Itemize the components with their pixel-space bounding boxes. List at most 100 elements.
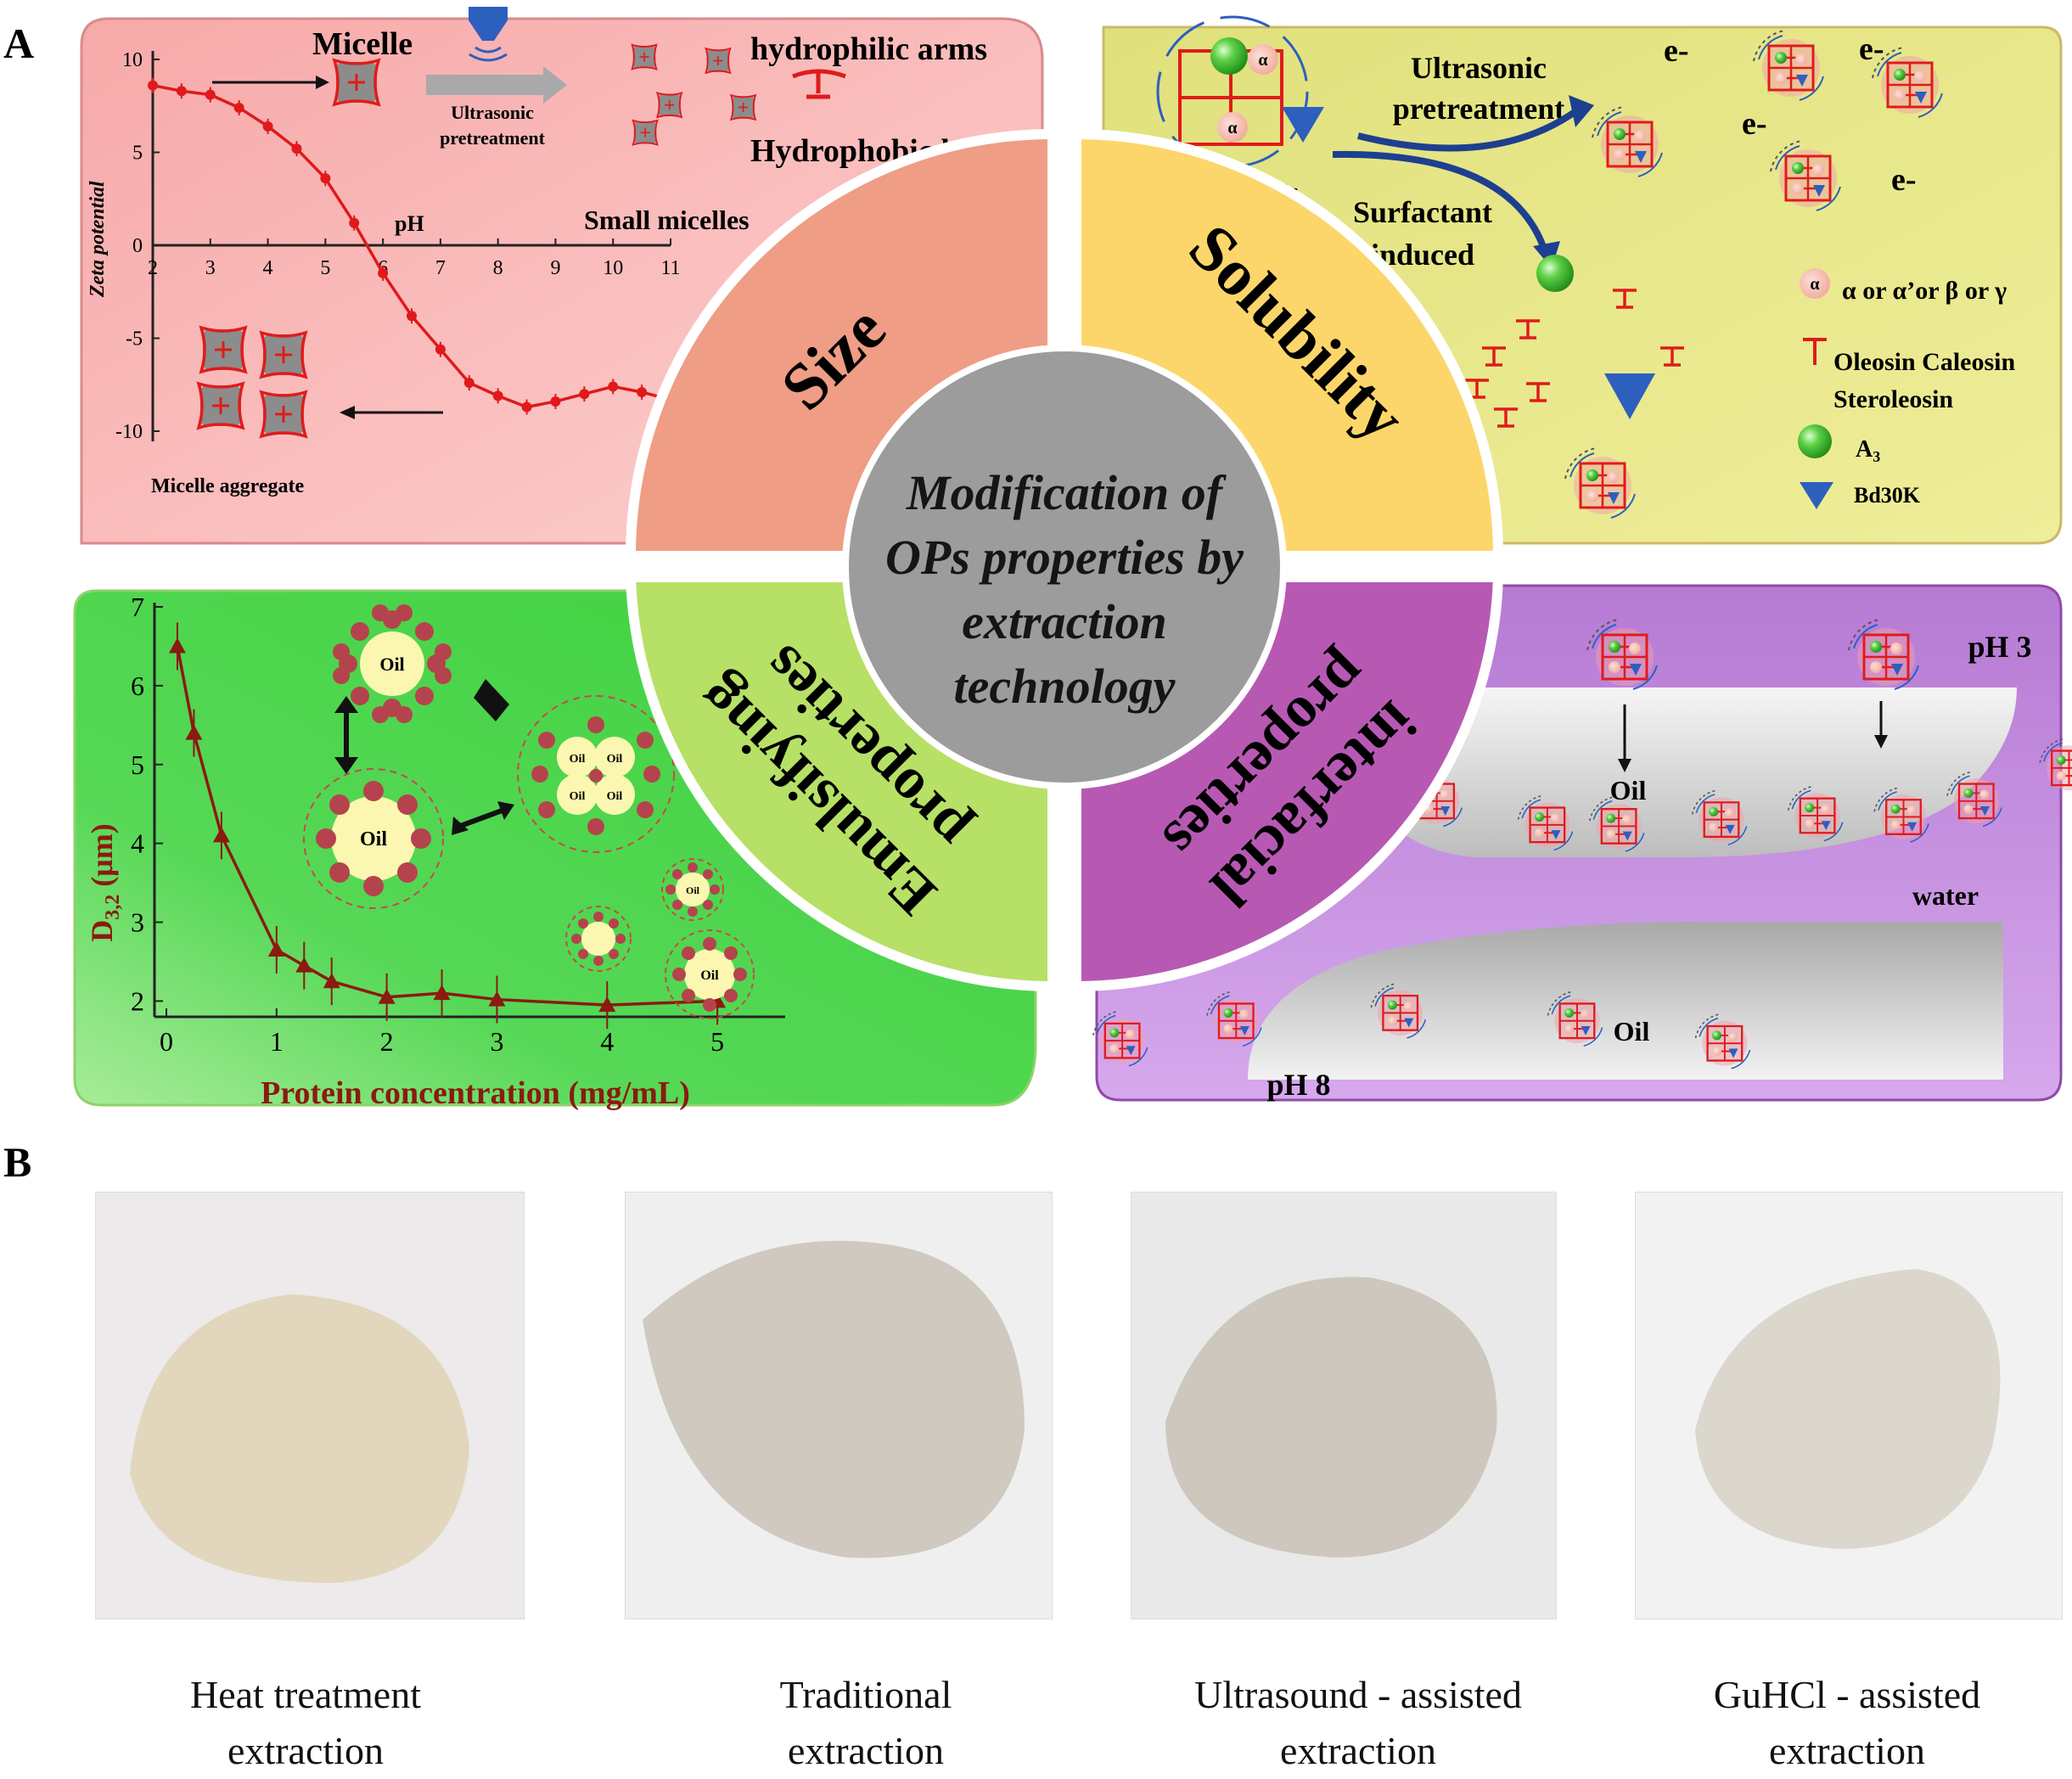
panel-letter-b: B (3, 1138, 31, 1186)
zeta-point (262, 121, 273, 132)
zeta-tick-labels: 2345678910111050-5-10 (115, 49, 681, 443)
caption-heat-treatment: Heat treatment extraction (68, 1667, 543, 1779)
d32-point (323, 973, 340, 989)
water-label: water (1912, 880, 1979, 911)
d32-y-tick-label: 7 (131, 592, 144, 622)
caption-guhcl: GuHCl - assisted extraction (1609, 1667, 2072, 1779)
zeta-x-tick-label: 11 (660, 257, 680, 279)
d32-x-tick-label: 0 (160, 1026, 173, 1057)
d32-x-label: Protein concentration (mg/mL) (261, 1075, 690, 1111)
zeta-x-tick-label: 2 (148, 257, 158, 279)
sol-ultrasonic-line1: Ultrasonic (1411, 51, 1547, 85)
zeta-y-tick-label: -5 (126, 328, 143, 351)
hairpin-icon (792, 69, 846, 99)
free-a3-sphere (1536, 255, 1574, 292)
e-minus-2: e- (1859, 31, 1884, 67)
interfacial-proteins (1092, 618, 2072, 1070)
zeta-point (550, 396, 561, 407)
em-oil-2: Oil (360, 828, 387, 850)
e-minus-3: e- (1742, 106, 1767, 142)
size-ultrasonic-line1: Ultrasonic (451, 102, 534, 123)
zeta-x-tick-label: 8 (493, 257, 503, 279)
caption-line: extraction (1769, 1729, 1925, 1772)
zeta-point (205, 89, 216, 100)
ultrasonic-flow-arrow (1357, 107, 1580, 152)
surfactant-flow-arrow (1332, 150, 1548, 253)
zeta-y-tick-label: 10 (122, 49, 143, 71)
zeta-y-tick-label: 5 (132, 143, 143, 165)
caption-line: GuHCl - assisted (1713, 1673, 1981, 1716)
photo-heat-treatment (95, 1192, 525, 1619)
zeta-point (579, 389, 590, 400)
d32-y-tick-label: 3 (131, 907, 144, 938)
d32-y-tick-label: 5 (131, 749, 144, 780)
powder-pile (643, 1240, 1025, 1558)
ops-alpha-2: α (1227, 119, 1237, 137)
panel-letter-a: A (3, 20, 34, 67)
center-line-3: extraction (962, 594, 1167, 649)
svg-text:Oil: Oil (570, 790, 586, 803)
micelle-icon (333, 59, 380, 106)
size-ultrasonic-line2: pretreatment (440, 127, 545, 149)
photo-ultrasound (1131, 1192, 1557, 1619)
powder-pile (130, 1294, 469, 1583)
caption-traditional: Traditional extraction (628, 1667, 1103, 1779)
d32-y-tick-label: 6 (131, 671, 144, 701)
ph8-label: pH 8 (1266, 1068, 1330, 1102)
d32-x-tick-label: 3 (490, 1026, 503, 1057)
zeta-point (637, 387, 648, 398)
svg-text:Oil: Oil (607, 753, 623, 766)
powder-pile (1695, 1269, 2001, 1549)
caption-line: Heat treatment (189, 1673, 422, 1716)
d32-series (168, 622, 727, 1030)
d32-point (212, 827, 230, 843)
d32-point (267, 941, 285, 957)
ops-cluster-icon: α α (1156, 15, 1324, 168)
photo-traditional (625, 1192, 1053, 1619)
photo-guhcl (1635, 1192, 2063, 1619)
ph3-label: pH 3 (1968, 630, 2031, 664)
caption-line: extraction (788, 1729, 944, 1772)
zeta-point (291, 143, 302, 154)
center-circle (842, 345, 1287, 789)
caption-line: Traditional (779, 1673, 952, 1716)
em-oil-1: Oil (379, 654, 404, 675)
interfacial-panel: pH 3 pH 8 Oil Oil water (1092, 584, 2072, 1102)
legend-alpha-symbol: α (1810, 275, 1819, 294)
center-line-2: OPs properties by (885, 530, 1244, 585)
svg-text:Oil: Oil (607, 790, 623, 803)
d32-point (185, 724, 203, 740)
zeta-point (320, 173, 331, 184)
ultrasonic-probe-icon (469, 7, 508, 62)
center-line-4: technology (954, 659, 1176, 714)
zeta-point (233, 102, 244, 113)
emulsion-droplet-diagram: Oil Oil Oil (303, 604, 755, 1019)
legend-oleosin-icon (1803, 338, 1827, 365)
zeta-point (608, 381, 619, 392)
free-bd30k-icon (1604, 373, 1655, 419)
top-oil-label: Oil (1610, 775, 1647, 805)
caption-line: Ultrasound - assisted (1194, 1673, 1522, 1716)
zeta-series (148, 77, 676, 415)
micelle-label: Micelle (312, 26, 413, 62)
powder-pile (1165, 1277, 1497, 1557)
bottom-oil-phase (1248, 922, 2003, 1080)
zeta-y-tick-label: -10 (115, 421, 143, 443)
micelle-aggregate-label: Micelle aggregate (151, 475, 304, 497)
zeta-point (492, 390, 503, 401)
d32-x-tick-label: 4 (600, 1026, 614, 1057)
d32-point (168, 637, 186, 654)
d32-point (433, 985, 451, 1001)
svg-text:Oil: Oil (686, 884, 700, 896)
solubility-legend: α α or α’or β or γ Oleosin Caleosin Ster… (1798, 268, 2016, 509)
d32-y-tick-label: 4 (131, 828, 144, 859)
d32-x-tick-label: 2 (380, 1026, 394, 1057)
zeta-x-tick-label: 3 (205, 257, 216, 279)
central-wheel: Modification of OPs properties by extrac… (625, 128, 1504, 992)
svg-text:Oil: Oil (570, 753, 586, 766)
svg-text:Oil: Oil (700, 968, 719, 983)
legend-bd30k-text: Bd30K (1854, 483, 1921, 508)
d32-y-tick-label: 2 (131, 985, 144, 1016)
